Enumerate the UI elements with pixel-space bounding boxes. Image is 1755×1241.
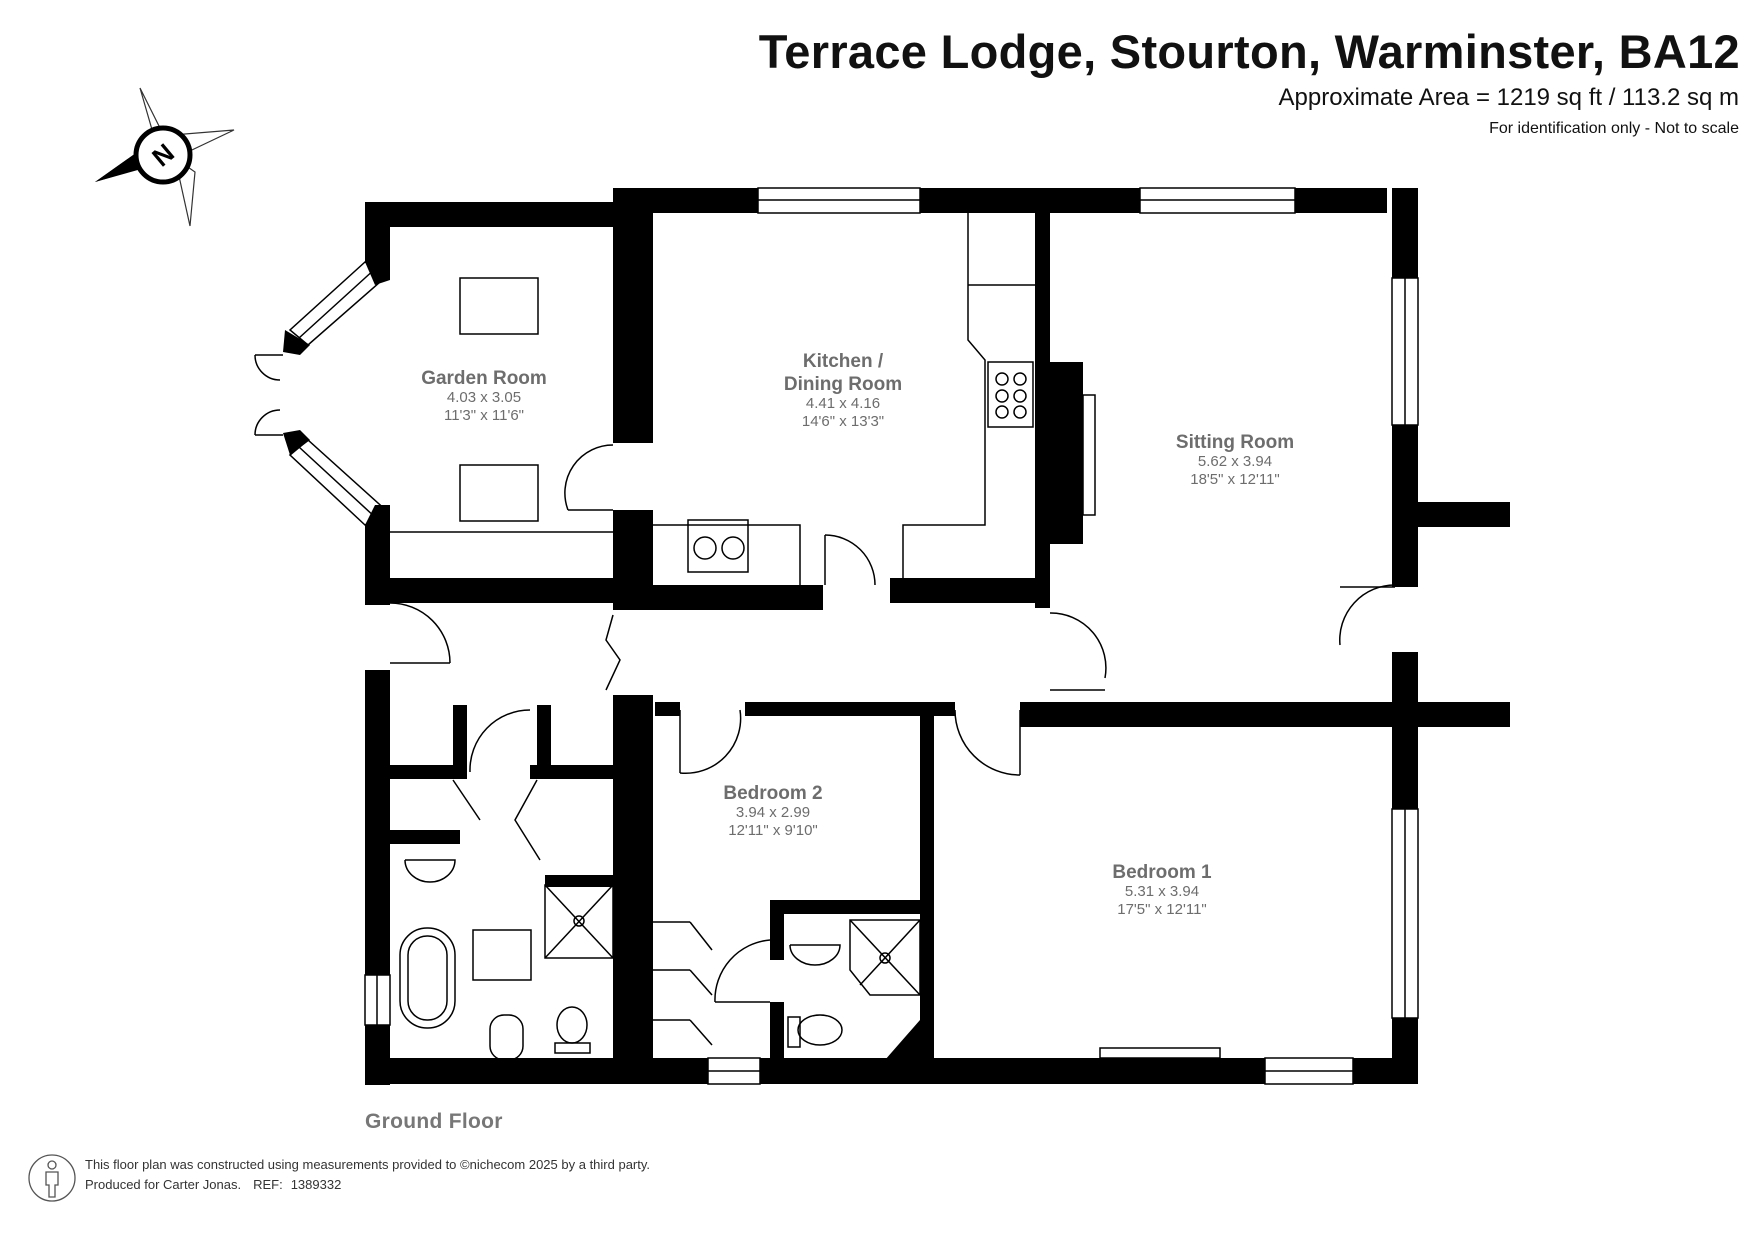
room-bedroom-2: Bedroom 2 3.94 x 2.99 12'11" x 9'10" [723, 783, 822, 839]
door-swings [254, 354, 1396, 1003]
sink-icon [687, 519, 749, 573]
shower-tray-icon [544, 884, 614, 959]
room-name-line2: Dining Room [784, 374, 902, 395]
bidet-icon [489, 1014, 524, 1061]
room-dimensions-imperial: 18'5" x 12'11" [1190, 471, 1280, 488]
approximate-area: Approximate Area = 1219 sq ft / 113.2 sq… [1278, 84, 1740, 111]
garden-table-icon [459, 277, 539, 335]
room-garden-room: Garden Room 4.03 x 3.05 11'3" x 11'6" [421, 368, 547, 424]
room-dimensions-metric: 4.41 x 4.16 [806, 395, 880, 412]
disclaimer-note: For identification only - Not to scale [1489, 120, 1739, 137]
bath-icon [399, 927, 456, 1029]
garden-chair-icon [459, 464, 539, 522]
floor-label: Ground Floor [365, 1110, 503, 1133]
room-dimensions-metric: 5.31 x 3.94 [1125, 883, 1199, 900]
room-name: Garden Room [421, 368, 547, 389]
ref-label: REF: [253, 1177, 283, 1192]
windows [288, 187, 1419, 1085]
room-name: Bedroom 2 [723, 783, 822, 804]
room-dimensions-metric: 3.94 x 2.99 [736, 804, 810, 821]
footer-produced-for: Produced for Carter Jonas. REF: 1389332 [85, 1177, 341, 1192]
room-dimensions-imperial: 12'11" x 9'10" [728, 822, 818, 839]
person-icon [28, 1154, 76, 1202]
room-dimensions-metric: 5.62 x 3.94 [1198, 453, 1272, 470]
ref-value: 1389332 [290, 1177, 342, 1192]
room-name: Bedroom 1 [1112, 862, 1212, 883]
ensuite-shower-icon [849, 919, 921, 996]
room-dimensions-metric: 4.03 x 3.05 [447, 389, 521, 406]
room-sitting-room: Sitting Room 5.62 x 3.94 18'5" x 12'11" [1176, 432, 1294, 488]
room-kitchen-dining: Kitchen / Dining Room 4.41 x 4.16 14'6" … [784, 351, 902, 430]
property-title: Terrace Lodge, Stourton, Warminster, BA1… [758, 25, 1740, 78]
basin-icon [404, 859, 456, 883]
room-bedroom-1: Bedroom 1 5.31 x 3.94 17'5" x 12'11" [1112, 862, 1212, 918]
hob-icon [987, 361, 1034, 428]
ensuite-basin-icon [789, 944, 841, 966]
room-name: Sitting Room [1176, 432, 1294, 453]
footer-credit: This floor plan was constructed using me… [85, 1157, 651, 1172]
room-dimensions-imperial: 11'3" x 11'6" [444, 407, 524, 424]
ensuite-wc-icon [797, 1014, 843, 1046]
produced-for-text: Produced for Carter Jonas. [85, 1177, 242, 1192]
room-dimensions-imperial: 17'5" x 12'11" [1117, 901, 1207, 918]
walls [365, 188, 1510, 1085]
wc-icon [556, 1006, 588, 1044]
compass-icon: N [95, 87, 235, 227]
room-name-line1: Kitchen / [803, 351, 884, 372]
fixtures [390, 213, 1221, 1061]
bay-corners [283, 262, 390, 525]
room-dimensions-imperial: 14'6" x 13'3" [802, 413, 884, 430]
radiator-icon [1099, 1047, 1221, 1059]
fireplace-hearth-icon [1082, 394, 1096, 516]
